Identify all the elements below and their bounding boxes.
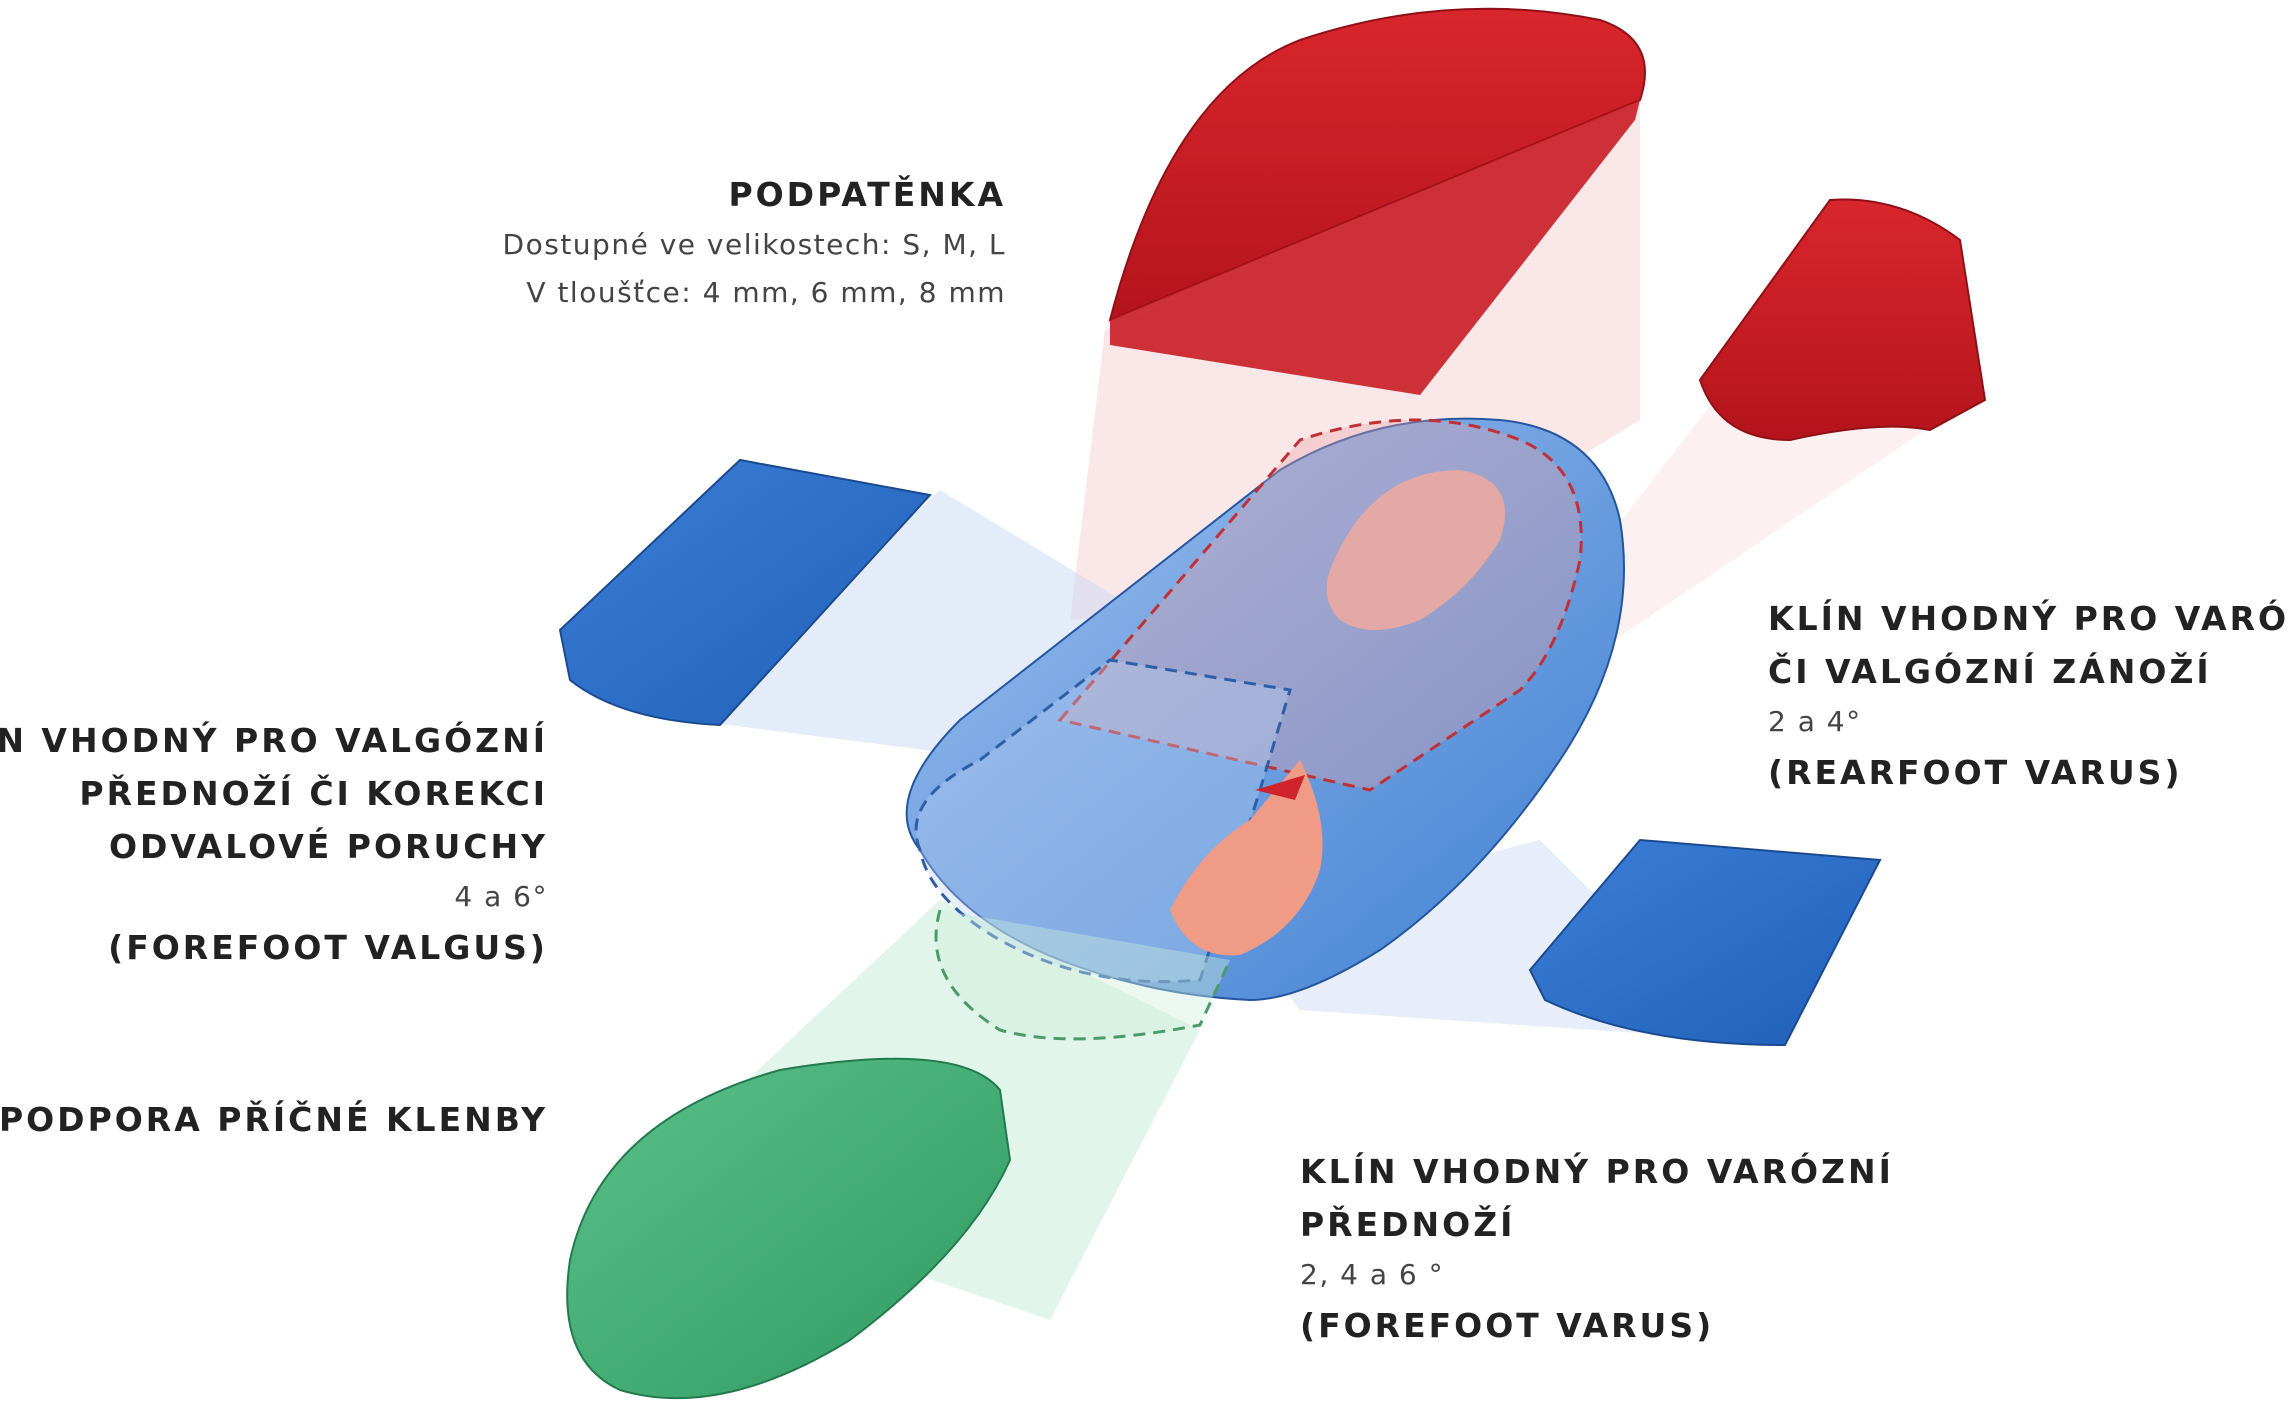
forefoot-valgus-label: KLÍN VHODNÝ PRO VALGÓZNÍ PŘEDNOŽÍ ČI KOR… bbox=[0, 714, 548, 974]
forefoot-valgus-name: (FOREFOOT VALGUS) bbox=[108, 928, 548, 967]
heel-pad-title: PODPATĚNKA bbox=[728, 175, 1006, 214]
forefoot-varus-title-line2: PŘEDNOŽÍ bbox=[1300, 1205, 1516, 1244]
rearfoot-title-line1: KLÍN VHODNÝ PRO VARÓZNÍ bbox=[1768, 599, 2288, 638]
forefoot-valgus-title-line1: KLÍN VHODNÝ PRO VALGÓZNÍ bbox=[0, 721, 548, 760]
heel-highlight bbox=[1326, 470, 1505, 630]
heel-pad-piece bbox=[1108, 7, 1646, 322]
metatarsal-title: PODPORA PŘÍČNÉ KLENBY bbox=[0, 1100, 548, 1139]
heel-pad-top bbox=[1110, 100, 1640, 395]
rearfoot-degrees: 2 a 4° bbox=[1768, 705, 1862, 738]
insole-red-marker bbox=[1255, 775, 1305, 800]
forefoot-varus-degrees: 2, 4 a 6 ° bbox=[1300, 1258, 1445, 1291]
heel-pad-sizes: Dostupné ve velikostech: S, M, L bbox=[502, 228, 1006, 261]
rearfoot-name: (REARFOOT VARUS) bbox=[1768, 753, 2183, 792]
forefoot-varus-wedge-piece bbox=[1528, 838, 1882, 1047]
forefoot-varus-name: (FOREFOOT VARUS) bbox=[1300, 1306, 1715, 1345]
rearfoot-title-line2: ČI VALGÓZNÍ ZÁNOŽÍ bbox=[1768, 652, 2212, 691]
forefoot-valgus-title-line2: PŘEDNOŽÍ ČI KOREKCI bbox=[79, 774, 548, 813]
metatarsal-label: PODPORA PŘÍČNÉ KLENBY bbox=[0, 1093, 548, 1146]
forefoot-valgus-degrees: 4 a 6° bbox=[454, 880, 548, 913]
forefoot-varus-title-line1: KLÍN VHODNÝ PRO VARÓZNÍ bbox=[1300, 1152, 1894, 1191]
metatarsal-dashed-outline bbox=[934, 909, 1232, 1041]
forefoot-valgus-wedge-piece bbox=[558, 458, 932, 727]
metatarsal-pad-piece bbox=[566, 1057, 1012, 1400]
insole-red-wedge bbox=[1170, 760, 1323, 956]
forefoot-valgus-title-line3: ODVALOVÉ PORUCHY bbox=[108, 827, 548, 866]
rearfoot-label: KLÍN VHODNÝ PRO VARÓZNÍ ČI VALGÓZNÍ ZÁNO… bbox=[1768, 592, 2288, 799]
heel-pad-label: PODPATĚNKA Dostupné ve velikostech: S, M… bbox=[503, 168, 1006, 317]
forefoot-varus-label: KLÍN VHODNÝ PRO VARÓZNÍ PŘEDNOŽÍ 2, 4 a … bbox=[1300, 1145, 1894, 1352]
heel-pad-thickness: V tloušťce: 4 mm, 6 mm, 8 mm bbox=[526, 276, 1006, 309]
rearfoot-wedge-piece bbox=[1698, 198, 1987, 442]
